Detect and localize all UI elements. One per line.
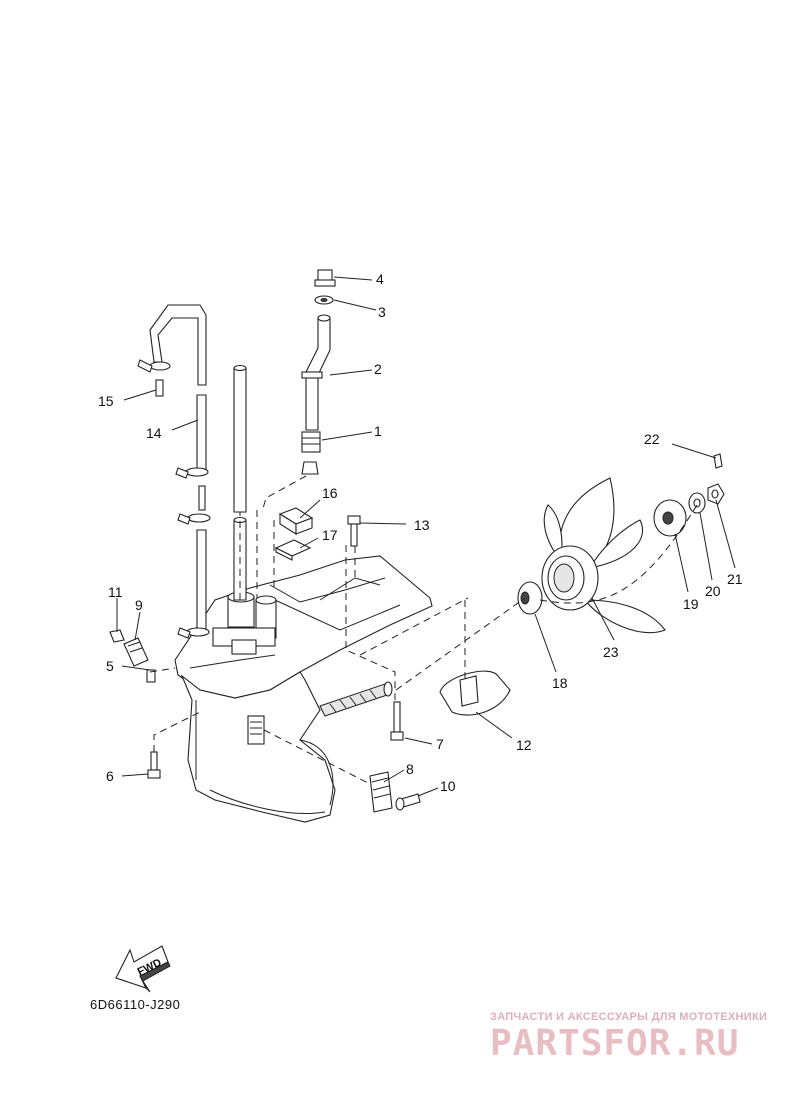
lower-casing	[174, 555, 433, 823]
callout-20: 20	[705, 583, 721, 599]
callout-16: 16	[322, 485, 338, 501]
watermark-tagline: ЗАПЧАСТИ И АКСЕССУАРЫ ДЛЯ МОТОТЕХНИКИ	[490, 1011, 767, 1023]
fwd-arrow-icon: FWD	[115, 945, 171, 993]
part-23-propeller	[541, 477, 666, 634]
diagram-part-code: 6D66110-J290	[90, 997, 180, 1012]
part-10-screw	[395, 793, 421, 811]
callout-15: 15	[98, 393, 114, 409]
part-6-bolt	[147, 751, 161, 779]
tube-clamps	[137, 359, 211, 639]
callout-22: 22	[644, 431, 660, 447]
assembly-dashed-lines	[149, 475, 701, 785]
part-20-spacer	[688, 492, 706, 514]
callout-23: 23	[603, 644, 619, 660]
leader-lines	[116, 276, 736, 797]
callout-7: 7	[436, 736, 444, 752]
callout-14: 14	[146, 425, 162, 441]
part-21-nut	[707, 483, 725, 505]
callout-6: 6	[106, 768, 114, 784]
part-7-bolt	[390, 701, 404, 741]
callout-5: 5	[106, 658, 114, 674]
part-19-washer	[653, 499, 687, 537]
small-fitting	[301, 461, 319, 475]
callout-21: 21	[727, 571, 743, 587]
callout-11: 11	[108, 584, 123, 600]
callout-4: 4	[376, 271, 384, 287]
callout-1: 1	[374, 423, 382, 439]
callout-numbers: 1 2 3 4 5 6 7 8 9 10 11 12 13 14 15 16 1…	[98, 271, 743, 794]
callout-13: 13	[414, 517, 430, 533]
drive-shaft	[233, 364, 247, 601]
part-1-grommet	[301, 431, 321, 453]
callout-3: 3	[378, 304, 386, 320]
callout-19: 19	[683, 596, 699, 612]
part-8-grille	[369, 771, 393, 813]
part-5-pin	[146, 669, 156, 683]
part-12-trim-tab	[439, 670, 511, 716]
callout-17: 17	[322, 527, 338, 543]
part-2-pipe	[301, 314, 331, 431]
callout-12: 12	[516, 737, 532, 753]
callout-9: 9	[135, 597, 143, 613]
part-13-bolt	[347, 515, 361, 547]
callout-8: 8	[406, 761, 414, 777]
part-17-plate	[274, 539, 312, 561]
watermark-brand: PARTSFOR.RU	[490, 1023, 739, 1064]
part-22-cotter-pin	[713, 453, 723, 469]
part-18-spacer	[517, 581, 543, 615]
part-4-nut	[314, 269, 336, 287]
callout-2: 2	[374, 361, 382, 377]
part-9-anode	[123, 637, 149, 667]
part-3-washer	[314, 295, 334, 305]
part-16-grommet	[278, 507, 314, 535]
callout-10: 10	[440, 778, 456, 794]
callout-18: 18	[552, 675, 568, 691]
watermark: ЗАПЧАСТИ И АКСЕССУАРЫ ДЛЯ МОТОТЕХНИКИ PA…	[490, 1011, 767, 1064]
